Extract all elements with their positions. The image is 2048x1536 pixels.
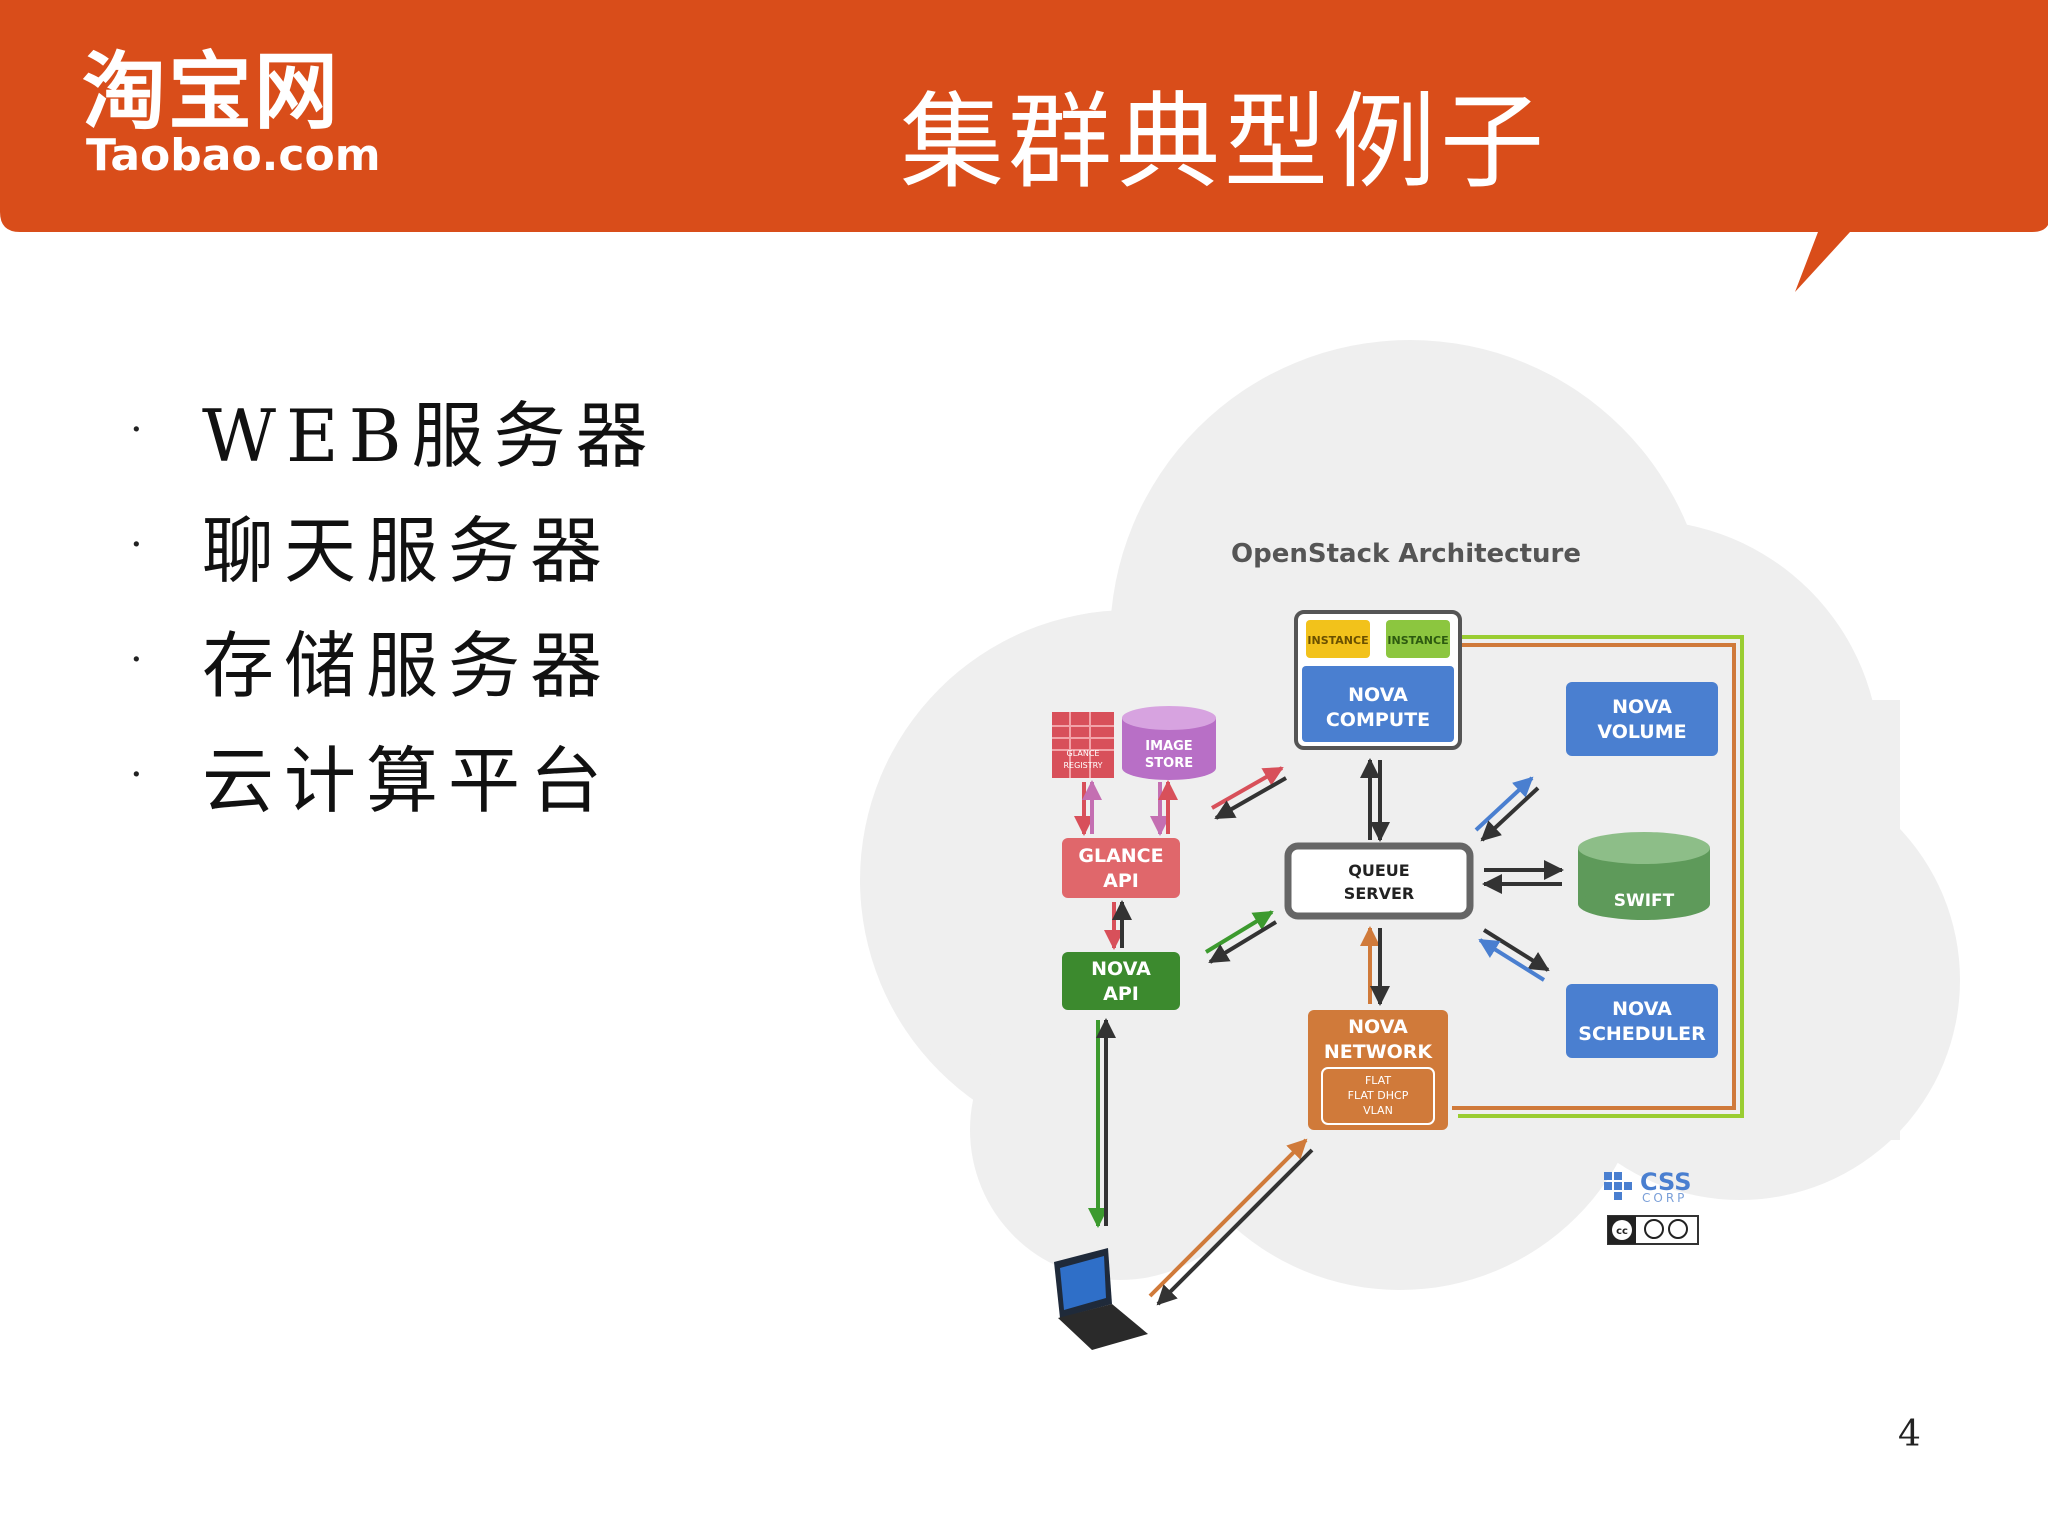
css-corp-logo: CSS CORP bbox=[1604, 1168, 1692, 1205]
nova-compute-label: NOVA bbox=[1348, 684, 1408, 706]
image-store-label: STORE bbox=[1145, 756, 1193, 771]
glance-registry-node: GLANCE REGISTRY bbox=[1052, 712, 1114, 778]
bullet-text: 存储服务器 bbox=[202, 624, 613, 708]
slide-header: 淘宝网 Taobao.com 集群典型例子 bbox=[0, 0, 2048, 292]
swift-label: SWIFT bbox=[1614, 891, 1675, 911]
loop-lines bbox=[1452, 635, 1744, 1118]
queue-server-label: SERVER bbox=[1344, 884, 1414, 903]
glance-registry-label: REGISTRY bbox=[1063, 761, 1102, 770]
instance-label: INSTANCE bbox=[1307, 634, 1368, 647]
nova-api-node: NOVA API bbox=[1062, 952, 1180, 1010]
bullet-item: · 存储服务器 bbox=[130, 602, 657, 717]
image-store-label: IMAGE bbox=[1145, 739, 1192, 754]
queue-server-label: QUEUE bbox=[1348, 861, 1409, 880]
glance-api-node: GLANCE API bbox=[1062, 838, 1180, 898]
nova-network-label: NETWORK bbox=[1324, 1041, 1434, 1063]
bullet-item: · 云计算平台 bbox=[130, 717, 657, 832]
network-mode-label: FLAT bbox=[1365, 1074, 1391, 1087]
bullet-item: · 聊天服务器 bbox=[130, 487, 657, 602]
network-mode-label: VLAN bbox=[1363, 1104, 1393, 1117]
nova-api-label: NOVA bbox=[1091, 958, 1151, 980]
nova-volume-node: NOVA VOLUME bbox=[1566, 682, 1718, 756]
bullet-dot: · bbox=[130, 521, 143, 568]
instance-box bbox=[1386, 620, 1450, 658]
glance-api-label: API bbox=[1103, 870, 1139, 892]
nova-compute-node: INSTANCE INSTANCE NOVA COMPUTE bbox=[1294, 610, 1462, 750]
css-logo-subtext: CORP bbox=[1642, 1191, 1687, 1205]
cloud-background bbox=[860, 340, 1960, 1290]
bullet-list: · WEB服务器 · 聊天服务器 · 存储服务器 · 云计算平台 bbox=[130, 372, 657, 832]
nova-network-label: NOVA bbox=[1348, 1016, 1408, 1038]
openstack-architecture-diagram: OpenStack Architecture INSTANCE INSTANCE… bbox=[860, 340, 1960, 1350]
bullet-dot: · bbox=[130, 751, 143, 798]
page-number: 4 bbox=[1898, 1414, 1921, 1455]
slide-title: 集群典型例子 bbox=[900, 81, 1549, 203]
nova-compute-label: COMPUTE bbox=[1326, 709, 1430, 731]
swift-node: SWIFT bbox=[1578, 832, 1710, 920]
bullet-text: 聊天服务器 bbox=[202, 509, 613, 593]
nova-scheduler-label: NOVA bbox=[1612, 998, 1672, 1020]
diagram-title: OpenStack Architecture bbox=[1231, 539, 1581, 569]
nova-volume-label: NOVA bbox=[1612, 696, 1672, 718]
bullet-dot: · bbox=[130, 406, 143, 453]
network-mode-label: FLAT DHCP bbox=[1348, 1089, 1409, 1102]
bullet-item: · WEB服务器 bbox=[130, 372, 657, 487]
taobao-logo-cn: 淘宝网 bbox=[82, 43, 341, 141]
glance-api-label: GLANCE bbox=[1078, 845, 1163, 867]
nova-network-node: NOVA NETWORK FLAT FLAT DHCP VLAN bbox=[1308, 1010, 1448, 1130]
instance-label: INSTANCE bbox=[1387, 634, 1448, 647]
instance-box bbox=[1306, 620, 1370, 658]
glance-registry-label: GLANCE bbox=[1067, 749, 1100, 758]
nova-scheduler-node: NOVA SCHEDULER bbox=[1566, 984, 1718, 1058]
nova-compute-box bbox=[1302, 666, 1454, 742]
bullet-dot: · bbox=[130, 636, 143, 683]
laptop-icon bbox=[1054, 1248, 1148, 1350]
queue-server-node: QUEUE SERVER bbox=[1284, 842, 1474, 920]
creative-commons-badge: cc bbox=[1607, 1215, 1699, 1245]
nova-api-label: API bbox=[1103, 983, 1139, 1005]
taobao-logo-en: Taobao.com bbox=[86, 130, 381, 181]
nova-volume-label: VOLUME bbox=[1597, 721, 1686, 743]
cc-badge-label: cc bbox=[1616, 1226, 1628, 1237]
nova-scheduler-label: SCHEDULER bbox=[1578, 1023, 1706, 1045]
bullet-text: 云计算平台 bbox=[202, 739, 613, 823]
image-store-node: IMAGE STORE bbox=[1122, 706, 1216, 780]
bullet-text: WEB服务器 bbox=[202, 394, 658, 478]
header-banner bbox=[0, 0, 2048, 292]
connection-arrows bbox=[1074, 758, 1564, 1306]
css-logo-text: CSS bbox=[1640, 1168, 1692, 1196]
